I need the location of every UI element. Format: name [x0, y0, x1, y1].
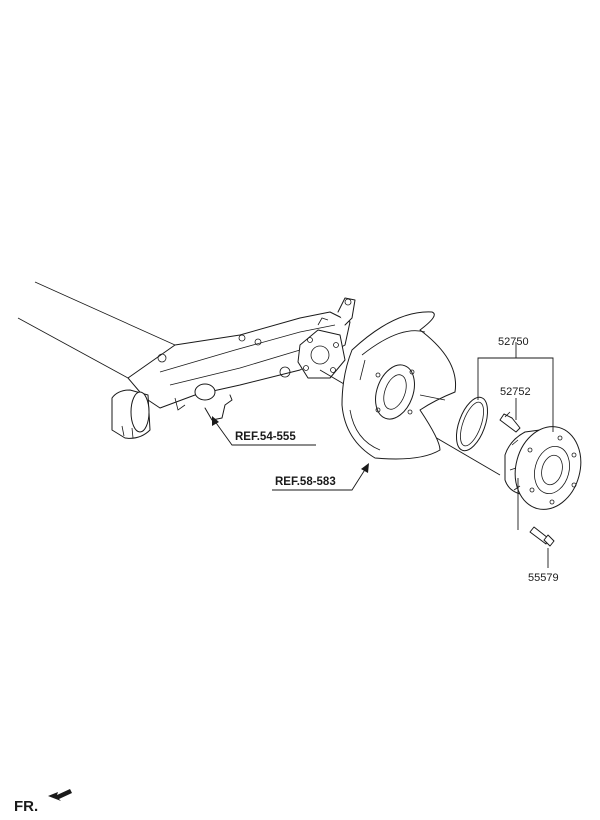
- reference-label-axle: REF.54-555: [235, 431, 296, 443]
- abs-tone-ring: [455, 396, 489, 452]
- part-number-52752: 52752: [500, 386, 531, 398]
- leader-52750: [477, 342, 554, 432]
- hub-bearing-assembly: [504, 426, 582, 510]
- ref-58-583-pointer: [272, 467, 367, 491]
- ref-54-555-arrowhead: [212, 416, 219, 426]
- ref-54-555-pointer: [213, 419, 316, 446]
- ref-58-583-arrowhead: [361, 463, 369, 473]
- abs-sensor-bolt: [529, 526, 555, 547]
- front-direction-label: FR.: [14, 798, 38, 815]
- part-number-55579: 55579: [528, 572, 559, 584]
- hub-bolt: [499, 411, 521, 433]
- torsion-beam-axle: [17, 281, 356, 439]
- part-number-52750: 52750: [498, 336, 529, 348]
- leader-55579: [517, 478, 549, 568]
- brake-backing-plate: [341, 311, 457, 460]
- front-direction-arrow-icon: [48, 789, 72, 801]
- reference-label-backing-plate: REF.58-583: [275, 476, 336, 488]
